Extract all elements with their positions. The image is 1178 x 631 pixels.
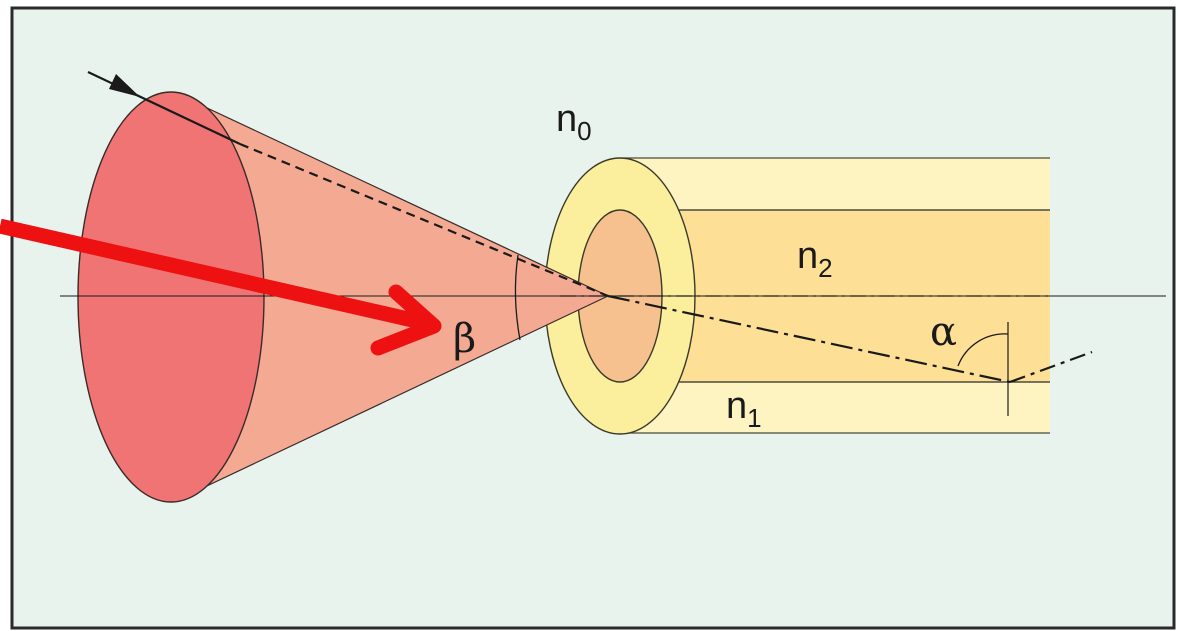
label-alpha: α — [930, 309, 957, 355]
refracted-ray — [607, 294, 1011, 384]
label-n1: n1 — [726, 385, 762, 433]
acceptance-cone-base — [77, 91, 265, 503]
reflected-ray — [1009, 350, 1093, 384]
incident-ray-dashed — [239, 142, 609, 298]
incident-ray-arrowhead — [109, 74, 140, 97]
red-pointer-arrowhead — [370, 284, 442, 356]
red-pointer-arrow-shaft — [0, 218, 432, 332]
label-n2: n2 — [797, 235, 833, 283]
label-n0: n0 — [556, 98, 592, 146]
label-beta: β — [453, 316, 476, 362]
beta-angle-arc — [514, 254, 521, 341]
alpha-angle-arc — [957, 333, 1009, 367]
